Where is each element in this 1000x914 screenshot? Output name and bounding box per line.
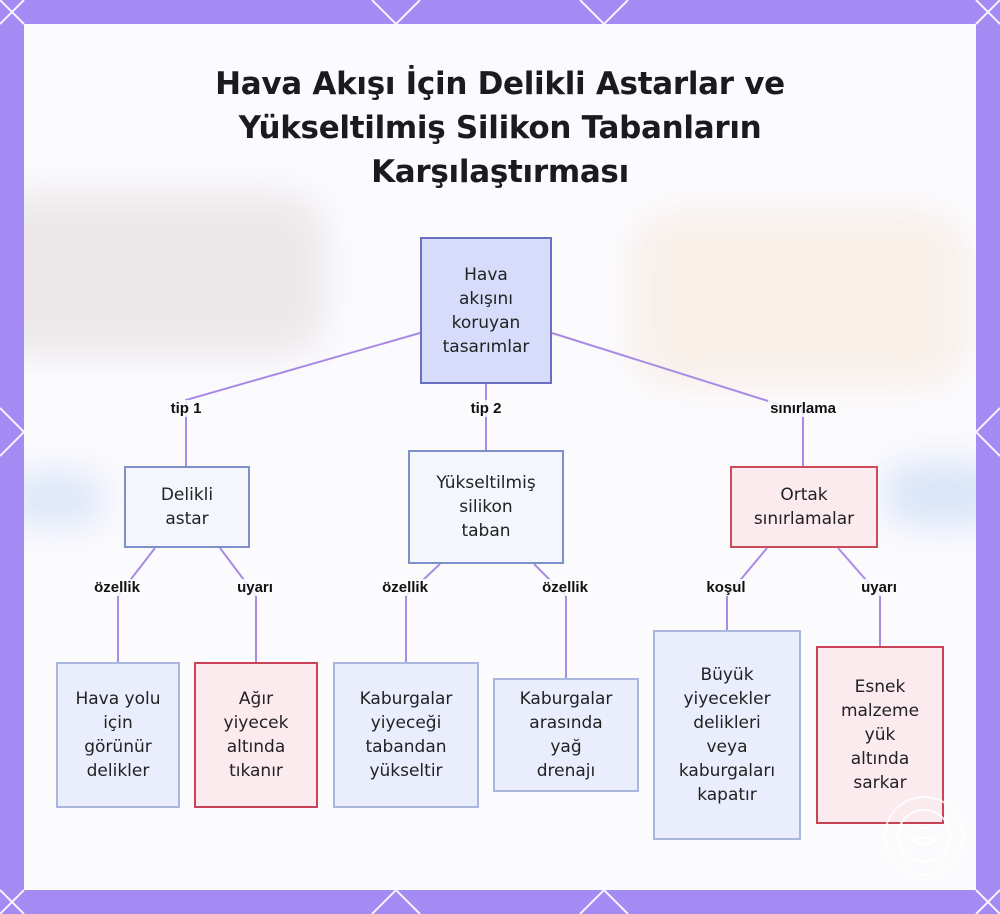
edge-label-type2: tip 2	[468, 400, 504, 417]
edge-label-feature-c: özellik	[540, 579, 590, 596]
background-blur	[634, 214, 964, 384]
edge-condition	[726, 547, 768, 630]
edge-label-condition: koşul	[704, 579, 748, 596]
node-holes-label: Hava yolu için görünür delikler	[75, 689, 161, 781]
edge-label-feature-a: özellik	[92, 579, 142, 596]
node-limits-label: Ortak sınırlamalar	[753, 485, 855, 529]
node-perforated-label: Delikli astar	[160, 485, 214, 529]
node-clogs-under-heavy-food: Ağır yiyecek altında tıkanır	[194, 662, 318, 808]
node-visible-holes: Hava yolu için görünür delikler	[56, 662, 180, 808]
edge-label-limitation: sınırlama	[768, 400, 838, 417]
node-grease-drainage: Kaburgalar arasında yağ drenajı	[493, 678, 639, 792]
node-drain-label: Kaburgalar arasında yağ drenajı	[519, 689, 613, 781]
node-common-limitations: Ortak sınırlamalar	[730, 466, 878, 548]
edge-feature-b	[405, 563, 441, 662]
background-blur	[24, 474, 104, 524]
edge-label-warning-a: uyarı	[235, 579, 275, 596]
node-perforated-liner: Delikli astar	[124, 466, 250, 548]
node-large-food-covers: Büyük yiyecekler delikleri veya kaburgal…	[653, 630, 801, 840]
background-blur	[24, 194, 324, 354]
edge-label-type1: tip 1	[168, 400, 204, 417]
edge-label-warning-b: uyarı	[859, 579, 899, 596]
node-clog-label: Ağır yiyecek altında tıkanır	[223, 689, 289, 781]
node-cover-label: Büyük yiyecekler delikleri veya kaburgal…	[678, 665, 776, 805]
node-raised-silicone: Yükseltilmiş silikon taban	[408, 450, 564, 564]
edge-limitation	[551, 332, 804, 466]
watermark-logo-icon	[884, 796, 964, 876]
title-line-3: Karşılaştırması	[371, 154, 629, 190]
node-sag-label: Esnek malzeme yük altında sarkar	[840, 677, 920, 793]
node-root: Hava akışını koruyan tasarımlar	[420, 237, 552, 384]
title-line-1: Hava Akışı İçin Delikli Astarlar ve	[215, 66, 785, 102]
node-ribs-raise-food: Kaburgalar yiyeceği tabandan yükseltir	[333, 662, 479, 808]
node-root-label: Hava akışını koruyan tasarımlar	[442, 264, 530, 357]
node-raise-label: Kaburgalar yiyeceği tabandan yükseltir	[359, 689, 453, 781]
edge-warning-a	[219, 547, 257, 662]
page-title: Hava Akışı İçin Delikli Astarlar ve Yüks…	[0, 62, 1000, 194]
edge-warning-b	[837, 547, 881, 646]
edge-feature-a	[117, 547, 156, 662]
edge-label-feature-b: özellik	[380, 579, 430, 596]
node-silicone-label: Yükseltilmiş silikon taban	[436, 473, 536, 541]
background-blur	[884, 464, 976, 524]
edge-type1	[185, 332, 421, 466]
edge-feature-c	[533, 563, 567, 678]
title-line-2: Yükseltilmiş Silikon Tabanların	[238, 110, 762, 146]
node-flexible-material-sags: Esnek malzeme yük altında sarkar	[816, 646, 944, 824]
